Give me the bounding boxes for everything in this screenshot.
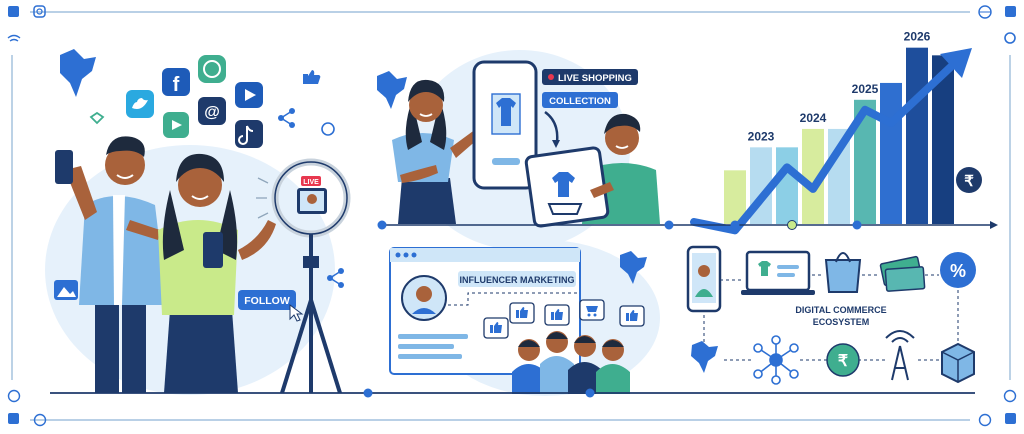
chart-bar — [802, 128, 824, 224]
live-badge-label: LIVE — [303, 179, 319, 186]
browser-titlebar — [390, 248, 580, 262]
live-shopping-label: LIVE SHOPPING — [558, 73, 632, 84]
india-map-icon — [620, 251, 647, 284]
follow-button-label: FOLLOW — [244, 295, 290, 307]
chart-year-label: 2023 — [748, 129, 775, 143]
package-box-icon — [941, 342, 975, 384]
chart-year-label: 2026 — [904, 30, 931, 44]
instagram-small-icon — [33, 5, 46, 18]
chart-bar — [724, 170, 746, 224]
chart-bar — [776, 147, 798, 224]
trend-arrow-head — [940, 48, 972, 78]
corner-square-icon — [8, 6, 19, 17]
chart-year-labels: 2023 2024 2025 2026 — [748, 30, 931, 144]
collection-tag — [542, 92, 618, 108]
network-nodes-icon — [753, 335, 799, 385]
india-map-icon — [60, 49, 96, 97]
light-rays — [256, 177, 269, 219]
wifi-small-icon — [7, 34, 21, 42]
laptop-icon — [745, 250, 811, 292]
phone-icon — [55, 150, 73, 184]
growth-chart: 2023 2024 2025 2026 ₹ — [690, 30, 982, 235]
rupee-icon — [826, 343, 860, 377]
live-dot-icon — [548, 74, 554, 80]
influencer-marketing-tag — [458, 271, 576, 287]
share-icon — [278, 108, 295, 128]
frame — [11, 11, 1011, 421]
trend-line — [690, 58, 960, 235]
chart-bar — [932, 55, 954, 225]
corner-square-icon — [1005, 6, 1016, 17]
globe-small-icon — [7, 389, 21, 403]
middle-timeline — [377, 220, 998, 230]
percent-badge-symbol: % — [950, 261, 966, 281]
percent-badge-icon — [940, 252, 976, 288]
signal-tower-icon — [885, 330, 915, 381]
tiktok-icon — [235, 120, 263, 148]
influencer-marketing-scene: INFLUENCER MARKETING — [389, 240, 660, 396]
whatsapp-icon — [198, 55, 226, 83]
buy-button[interactable] — [492, 158, 520, 165]
chart-bar — [906, 47, 928, 224]
ecosystem-title-line1: DIGITAL COMMERCE — [795, 305, 886, 315]
live-shopping-tag — [542, 69, 638, 85]
woman-with-phone — [158, 153, 276, 393]
shopping-bag-icon — [824, 259, 862, 293]
svg-text:f: f — [173, 74, 180, 96]
ecosystem-connectors — [703, 274, 959, 361]
frame-corner-icons — [7, 5, 1017, 427]
cart-icon — [547, 203, 583, 215]
phone-icon — [203, 232, 223, 268]
tshirt-icon — [552, 172, 575, 197]
live-shopping-scene: LIVE SHOPPING COLLECTION — [377, 50, 660, 250]
corner-square-icon — [8, 413, 19, 424]
rupee-coin-symbol: ₹ — [964, 173, 974, 190]
rupee-coin-icon — [956, 167, 982, 193]
chart-year-label: 2025 — [852, 82, 879, 96]
heart-outline-icon — [89, 111, 105, 125]
facebook-icon — [162, 68, 190, 96]
rupee-icon-symbol: ₹ — [838, 353, 848, 370]
influencer-scene: f @ — [45, 49, 351, 395]
collection-label: COLLECTION — [549, 96, 611, 107]
corner-square-icon — [1005, 413, 1016, 424]
influencer-marketing-label: INFLUENCER MARKETING — [460, 275, 575, 285]
globe-small-icon — [978, 413, 992, 427]
audience-crowd — [512, 331, 630, 394]
chart-bar — [880, 82, 902, 224]
ecosystem-title-line2: ECOSYSTEM — [813, 317, 870, 327]
share-icon — [327, 268, 344, 288]
live-badge — [301, 176, 321, 186]
globe-small-icon — [1003, 389, 1017, 403]
man-with-phone — [55, 136, 167, 393]
chart-year-label: 2024 — [800, 111, 827, 125]
svg-text:@: @ — [204, 104, 220, 121]
threads-icon — [198, 97, 226, 125]
digital-commerce-ecosystem: % DIGITAL COMMERCE ECOSYSTEM ₹ — [686, 245, 976, 385]
globe-small-icon — [33, 413, 47, 427]
flow-arrow-icon — [544, 110, 559, 143]
india-map-icon — [377, 71, 407, 109]
india-map-icon — [691, 341, 718, 373]
tshirt-icon — [496, 98, 516, 126]
ring-light-on-tripod: LIVE — [271, 158, 351, 394]
gear-small-icon — [1004, 32, 1016, 44]
cursor-icon — [289, 304, 304, 322]
thumbs-up-icon — [303, 70, 321, 84]
camera-small-icon — [321, 122, 335, 136]
bottom-timeline — [50, 388, 975, 398]
chart-bar — [854, 99, 876, 224]
follow-button[interactable] — [238, 290, 296, 310]
